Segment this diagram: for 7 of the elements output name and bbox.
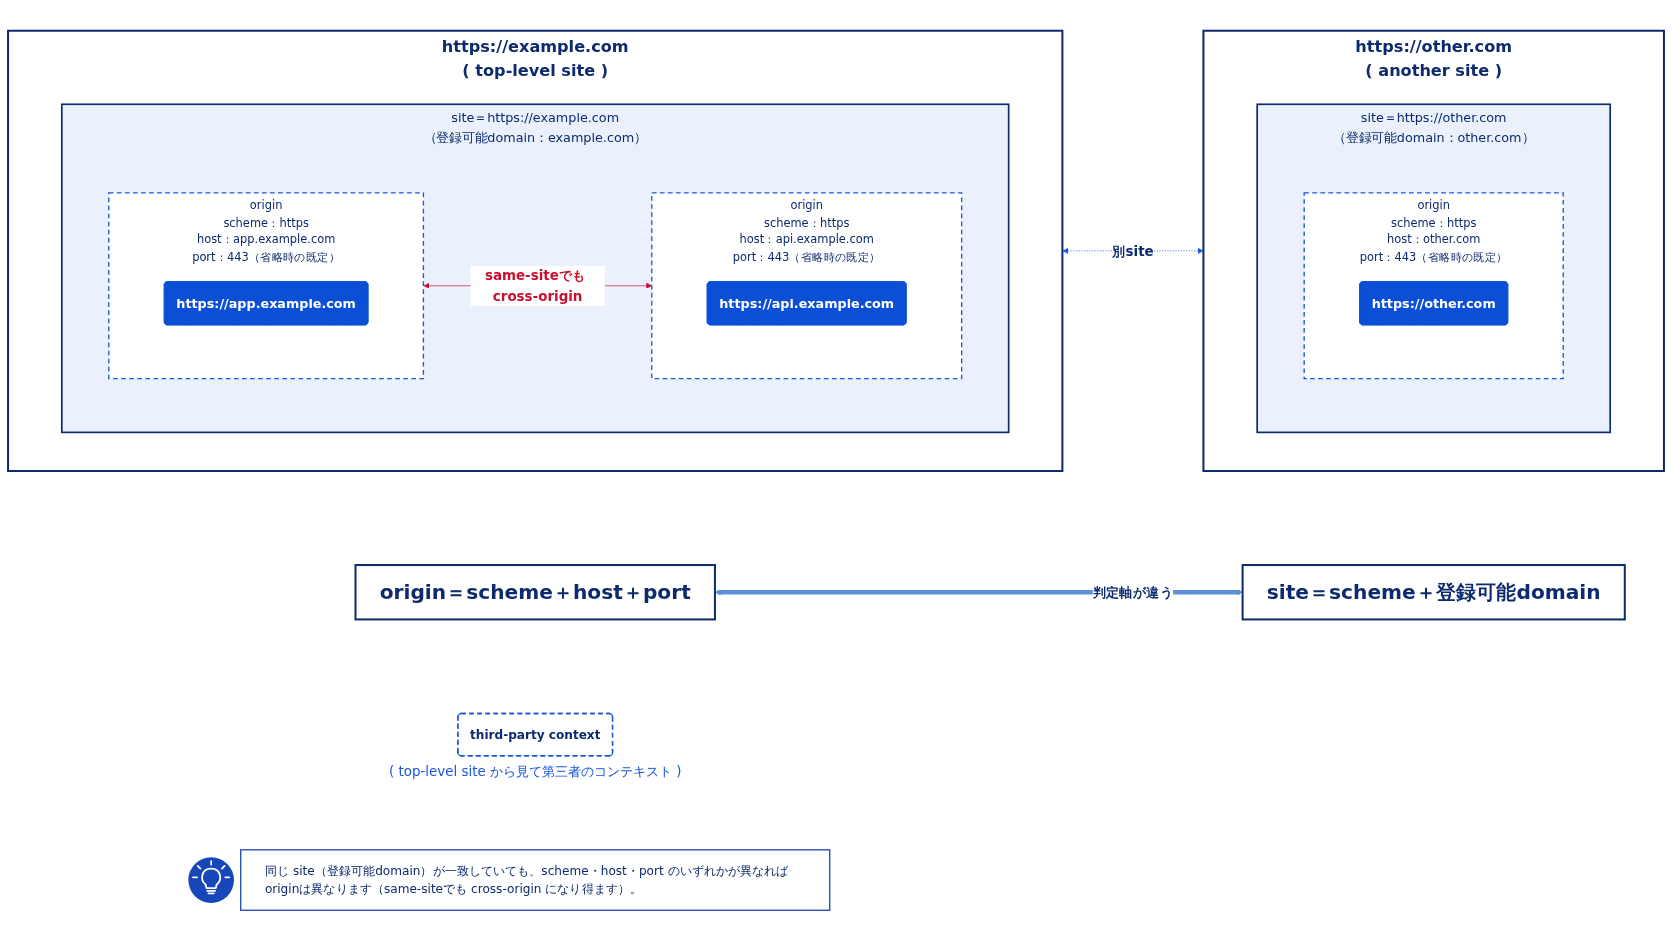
edge-label: 別site <box>1112 242 1154 259</box>
edge-label: same-siteでも cross-origin <box>484 267 586 304</box>
node-box: origin＝scheme＋host＋port <box>354 564 716 621</box>
caption-text: ( top-level site から見て第三者のコンテキスト ) <box>388 763 682 779</box>
edge-label: 判定軸が違う <box>1092 584 1174 601</box>
node-box: 同じ site（登録可能domain）が一致していても、scheme・host・port のいずれかが異なれば originは異なります（same-siteでも cross-origin になり得ます）。 <box>240 849 831 911</box>
node-box: site＝scheme＋登録可能domain <box>1241 564 1626 621</box>
